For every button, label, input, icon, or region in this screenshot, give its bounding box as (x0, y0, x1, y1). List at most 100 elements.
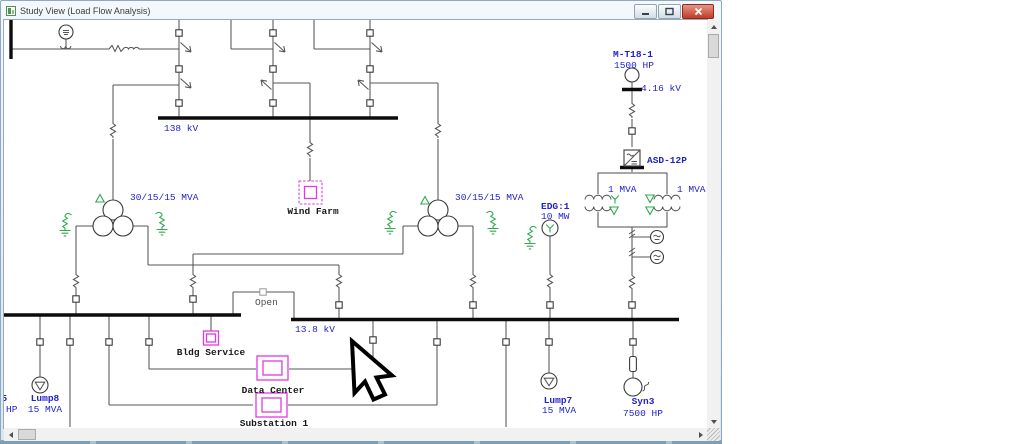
arrow-down-icon (710, 419, 717, 424)
syn3-motor[interactable] (623, 377, 650, 397)
breaker[interactable] (369, 336, 377, 344)
breaker[interactable] (366, 65, 374, 73)
breaker[interactable] (189, 295, 197, 303)
breaker[interactable] (269, 65, 277, 73)
disconnect-switch[interactable] (273, 41, 286, 53)
horizontal-scroll-thumb[interactable] (18, 429, 36, 440)
fuse[interactable] (629, 355, 637, 373)
breaker[interactable] (175, 65, 183, 73)
edg-name-label: EDG:1 (541, 201, 570, 212)
study-view-window: Study View (Load Flow Analysis) (0, 0, 722, 441)
breaker[interactable] (366, 29, 374, 37)
voltage-label: 4.16 kV (641, 83, 681, 94)
substation-label: Substation 1 (240, 418, 309, 428)
bldg-service-load[interactable] (202, 330, 220, 346)
lump7-rating-label: 15 MVA (542, 405, 577, 416)
disconnect-switch[interactable] (179, 77, 192, 89)
minimize-button[interactable] (634, 4, 657, 19)
cable-impedance (469, 272, 477, 290)
breaker[interactable] (502, 338, 510, 346)
maximize-button[interactable] (658, 4, 681, 19)
breaker[interactable] (175, 29, 183, 37)
asd-transformer-loop[interactable] (584, 172, 681, 228)
cable-impedance (335, 272, 343, 290)
arrow-up-icon (710, 24, 717, 29)
window-title: Study View (Load Flow Analysis) (20, 5, 151, 16)
cable-impedance (72, 272, 80, 290)
ground-symbol (383, 210, 398, 235)
flow-arrows (628, 229, 636, 257)
vertical-scroll-thumb[interactable] (708, 34, 719, 58)
cursor-icon (349, 336, 397, 403)
breaker[interactable] (433, 338, 441, 346)
breaker[interactable] (469, 301, 477, 309)
delta-winding-icon (95, 193, 105, 203)
edg-generator[interactable] (523, 219, 559, 250)
minimize-icon (642, 13, 649, 15)
breaker[interactable] (545, 338, 553, 346)
scroll-down-button[interactable] (707, 415, 720, 428)
disconnect-switch[interactable] (260, 79, 273, 91)
meter-device[interactable] (649, 229, 665, 245)
oneline-diagram: 138 kV 30/15/15 MVA 30/15/15 MVA Wind Fa… (4, 20, 706, 428)
oneline-diagram-canvas[interactable]: 138 kV 30/15/15 MVA 30/15/15 MVA Wind Fa… (3, 19, 708, 429)
breaker[interactable] (66, 338, 74, 346)
motor-name-label: M-T18-1 (613, 49, 653, 60)
cable-impedance (189, 272, 197, 290)
breakers (36, 29, 637, 346)
ground-symbol (485, 210, 500, 235)
wind-farm-network[interactable] (298, 180, 323, 205)
data-center-network[interactable] (256, 355, 289, 381)
cable-impedance (628, 101, 636, 119)
lump7-load[interactable] (540, 372, 558, 390)
breaker[interactable] (36, 338, 44, 346)
vertical-scrollbar[interactable] (707, 20, 720, 428)
asd-name-label: ASD-12P (647, 155, 687, 166)
utility-grid-source[interactable] (58, 24, 74, 50)
voltage-label: 138 kV (164, 123, 199, 134)
breaker[interactable] (629, 338, 637, 346)
lump8-rating-label: 15 MVA (28, 404, 63, 415)
cable-impedance (434, 121, 442, 139)
data-center-label: Data Center (242, 385, 305, 396)
breaker[interactable] (269, 99, 277, 107)
motor-mt18[interactable] (624, 67, 640, 83)
meter-device[interactable] (649, 249, 665, 265)
breaker[interactable] (175, 99, 183, 107)
transformer-3w-right[interactable] (383, 195, 500, 237)
disconnect-switch[interactable] (179, 41, 192, 53)
breaker[interactable] (105, 338, 113, 346)
edg-rating-label: 10 MW (541, 211, 570, 222)
horizontal-scrollbar[interactable] (4, 428, 707, 441)
transformer-3w-left[interactable] (58, 193, 169, 237)
disconnect-switch[interactable] (357, 79, 370, 91)
breaker[interactable] (546, 301, 554, 309)
scroll-up-button[interactable] (707, 20, 720, 33)
breaker[interactable] (269, 29, 277, 37)
ground-symbol (58, 212, 73, 237)
cable-impedance (109, 121, 117, 139)
lump7-name-label: Lump7 (544, 395, 573, 406)
breaker[interactable] (145, 338, 153, 346)
breaker[interactable] (628, 301, 636, 309)
window-titlebar[interactable]: Study View (Load Flow Analysis) (1, 1, 721, 20)
wye-icon (610, 194, 620, 205)
syn3-name-label: Syn3 (632, 396, 655, 407)
close-button[interactable] (682, 4, 714, 19)
resize-grip[interactable] (707, 428, 720, 441)
breaker[interactable] (335, 301, 343, 309)
asd-drive[interactable] (623, 149, 641, 167)
disconnect-switch[interactable] (370, 41, 383, 53)
breaker[interactable] (628, 127, 636, 135)
close-icon (694, 7, 702, 16)
delta-winding-icon (420, 195, 430, 205)
lump8-load[interactable] (31, 376, 49, 394)
open-tie-switch[interactable] (259, 288, 267, 296)
ground-symbol (154, 211, 169, 236)
scroll-right-button[interactable] (694, 428, 707, 441)
substation-network[interactable] (255, 392, 288, 418)
motor-rating-label: 1500 HP (614, 60, 654, 71)
breaker[interactable] (366, 99, 374, 107)
breaker[interactable] (72, 295, 80, 303)
scroll-left-button[interactable] (4, 428, 17, 441)
